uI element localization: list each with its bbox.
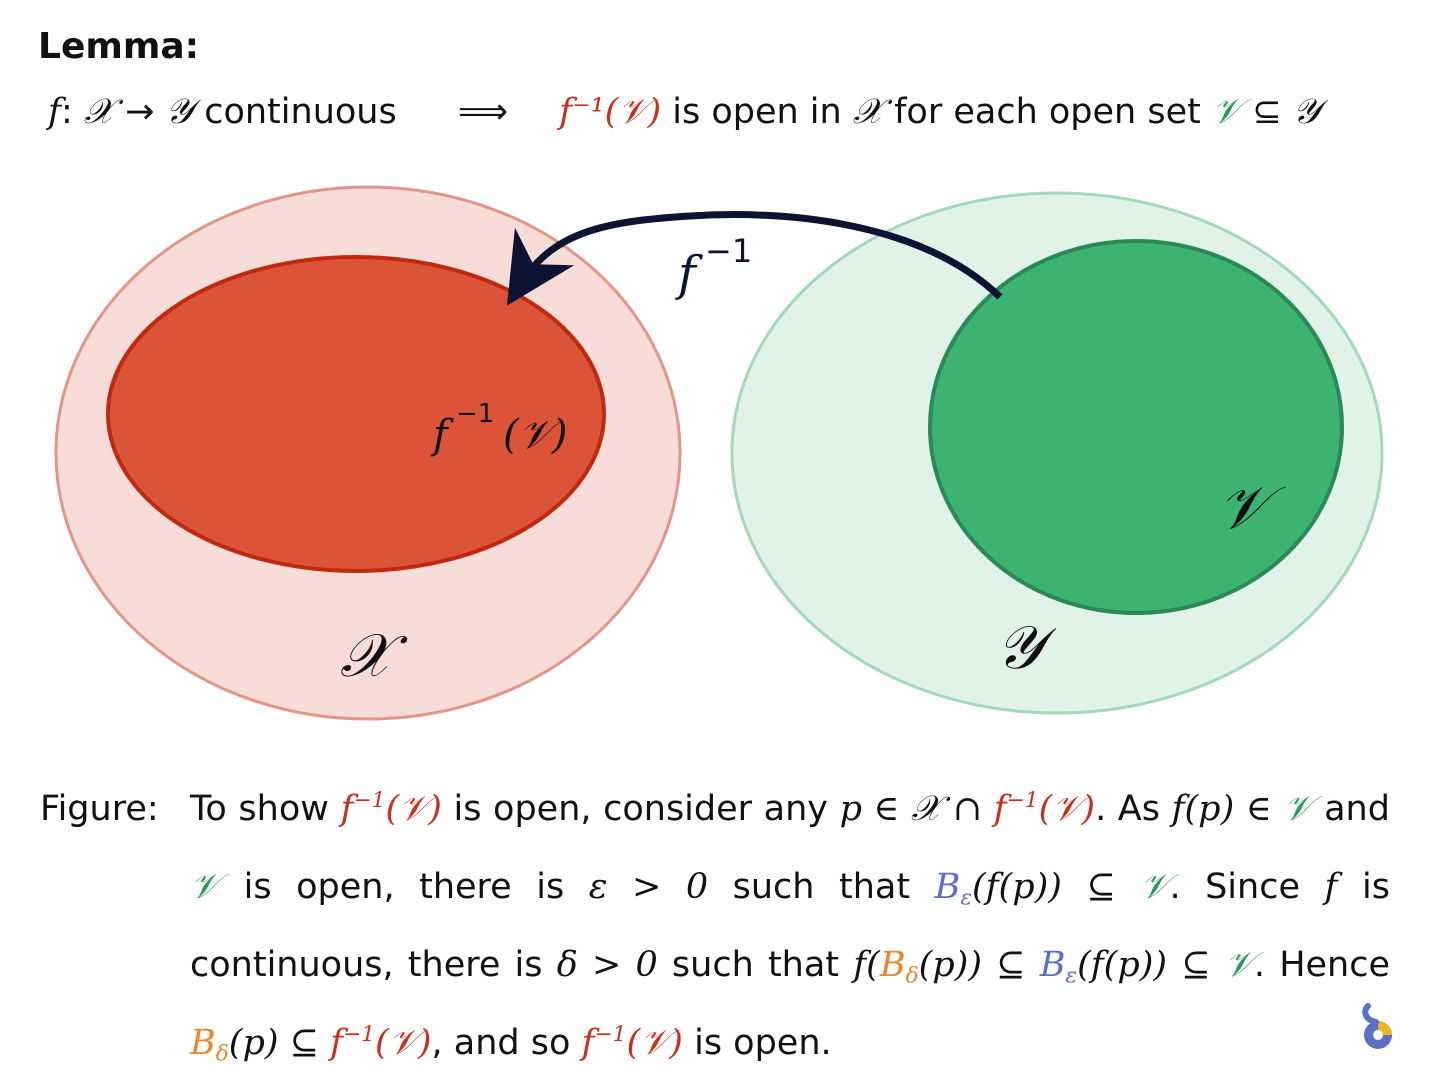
- math-set-X: 𝒳: [83, 92, 115, 132]
- caption-math: f(Bδ(p)) ⊆ Bε(f(p)) ⊆ 𝒱: [853, 945, 1254, 989]
- caption-math: 𝒱: [190, 867, 220, 907]
- caption-math: ε > 0: [588, 867, 709, 907]
- word-for-each: for each open set: [894, 92, 1201, 132]
- math-set-X-2: 𝒳: [852, 92, 883, 132]
- caption-math: p ∈ 𝒳 ∩ f−1(𝒱): [839, 787, 1096, 829]
- lemma-statement: f: 𝒳 → 𝒴 continuous ⟹ f⁻¹(𝒱) is open in …: [48, 92, 1418, 132]
- caption-text: , and so: [431, 1023, 571, 1063]
- word-is-open-in: is open in: [672, 92, 842, 132]
- arrow-label-f: f: [675, 246, 703, 302]
- preimage-ellipse: [106, 255, 606, 573]
- arrow-label-exponent: −1: [705, 232, 752, 270]
- corner-logo-icon: [1362, 1003, 1392, 1049]
- math-colon: :: [60, 92, 73, 132]
- caption-math: f−1(𝒱): [581, 1021, 683, 1063]
- caption-text: such that: [732, 867, 911, 907]
- caption-body: To show f−1(𝒱) is open, consider any p ∈…: [190, 787, 1390, 1067]
- caption-label: Figure:: [40, 789, 159, 829]
- caption-math: Bε(f(p)) ⊆ 𝒱: [934, 867, 1170, 911]
- set-V-ellipse: [928, 239, 1344, 615]
- math-f: f: [48, 92, 61, 132]
- caption-math: f(p) ∈ 𝒱: [1171, 789, 1313, 829]
- set-diagram: f −1 f −1 (𝒱) 𝒳 𝒴 𝒱: [54, 185, 1384, 721]
- caption-math: Bδ(p) ⊆ f−1(𝒱): [190, 1021, 432, 1067]
- caption-text: is open, there is: [243, 867, 565, 907]
- caption-math: f−1(𝒱): [340, 787, 442, 829]
- caption-text: As: [1117, 789, 1160, 829]
- caption-text: and: [1324, 789, 1390, 829]
- math-set-V: 𝒱: [1212, 92, 1242, 132]
- math-set-Y-2: 𝒴: [1292, 92, 1321, 132]
- caption-text: such that: [671, 945, 840, 985]
- math-preimage: f⁻¹(𝒱): [559, 92, 662, 132]
- implies-symbol: ⟹: [457, 92, 509, 132]
- caption-text: Hence: [1279, 945, 1390, 985]
- math-subseteq: ⊆: [1252, 92, 1282, 132]
- caption-text: is continuous, there is: [190, 867, 1390, 985]
- caption-text: is open.: [694, 1023, 832, 1063]
- math-set-Y: 𝒴: [165, 92, 194, 132]
- preimage-label-arg: (𝒱): [503, 412, 568, 458]
- lemma-title: Lemma:: [38, 26, 200, 67]
- math-arrow: →: [125, 92, 155, 132]
- caption-math: δ > 0: [556, 945, 658, 985]
- word-continuous: continuous: [204, 92, 397, 132]
- caption-text: To show: [190, 789, 329, 829]
- caption-text: is open, consider any: [453, 789, 828, 829]
- caption-text: Since: [1205, 867, 1300, 907]
- preimage-label-exponent: −1: [456, 399, 494, 429]
- inverse-map-arrow: [506, 211, 1003, 306]
- caption-math: f: [1324, 867, 1338, 907]
